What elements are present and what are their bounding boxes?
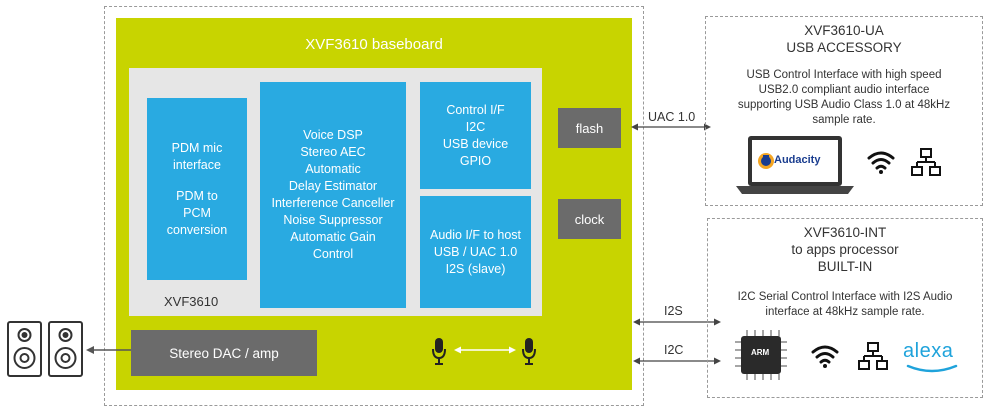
usb-accessory-box (705, 16, 983, 206)
laptop-icon (736, 136, 854, 196)
built-in-subtitle: BUILT-IN (817, 259, 873, 274)
audio-line: Audio I/F to host (429, 227, 522, 242)
usb-desc-line: USB Control Interface with high speed (746, 69, 942, 81)
audacity-label: Audacity (774, 154, 821, 166)
dsp-line: Delay Estimator (288, 179, 378, 193)
usb-accessory-subtitle: USB ACCESSORY (786, 40, 902, 55)
built-in-box (707, 218, 983, 398)
mic-arrow (454, 346, 516, 354)
usb-desc-line: supporting USB Audio Class 1.0 at 48kHz (737, 99, 951, 111)
dsp-line: Stereo AEC (300, 145, 366, 159)
control-block: Control I/F I2C USB device GPIO (420, 82, 531, 189)
built-in-desc-line: interface at 48kHz sample rate. (765, 306, 925, 318)
microphone-icon (522, 338, 536, 366)
microphone-icon (432, 338, 446, 366)
dsp-line: Noise Suppressor (283, 213, 383, 227)
baseboard-outline (104, 6, 644, 406)
alexa-smile (906, 364, 958, 373)
usb-accessory-header: XVF3610-UA USB ACCESSORY (705, 22, 983, 56)
audio-block: Audio I/F to host USB / UAC 1.0 I2S (sla… (420, 196, 531, 308)
dsp-line: Automatic Gain (290, 230, 376, 244)
pdm-block: PDM mic interface PDM to PCM conversion (147, 98, 247, 280)
i2c-arrow (633, 357, 721, 365)
built-in-header: XVF3610-INT to apps processor BUILT-IN (707, 224, 983, 275)
pdm-line: PDM to (176, 188, 218, 203)
i2s-arrow (633, 318, 721, 326)
wifi-icon (867, 150, 895, 174)
pdm-line: PCM (183, 205, 211, 220)
pdm-line: conversion (166, 222, 228, 237)
usb-accessory-title: XVF3610-UA (804, 23, 884, 38)
network-icon (858, 342, 888, 370)
control-line: GPIO (459, 153, 492, 168)
baseboard-title: XVF3610 baseboard (305, 36, 443, 53)
usb-desc-line: USB2.0 compliant audio interface (758, 84, 930, 96)
i2s-label: I2S (664, 304, 683, 318)
dsp-block: Voice DSP Stereo AEC Automatic Delay Est… (260, 82, 406, 308)
built-in-description: I2C Serial Control Interface with I2S Au… (707, 290, 983, 320)
dac-block: Stereo DAC / amp (131, 330, 317, 376)
usb-desc-line: sample rate. (812, 114, 876, 126)
flash-block: flash (558, 108, 621, 148)
speaker-icon (6, 320, 84, 378)
arm-chip-icon (733, 330, 789, 380)
network-icon (911, 148, 941, 176)
built-in-subtitle: to apps processor (791, 242, 899, 257)
dsp-line: Voice DSP (303, 128, 363, 142)
clock-block: clock (558, 199, 621, 239)
control-line: I2C (465, 119, 486, 134)
audio-line: USB / UAC 1.0 (433, 244, 518, 259)
built-in-title: XVF3610-INT (803, 225, 887, 240)
dac-speaker-arrow (86, 346, 131, 354)
arm-chip-label: ARM (751, 348, 770, 357)
dsp-line: Interference Canceller (271, 196, 395, 210)
built-in-desc-line: I2C Serial Control Interface with I2S Au… (737, 291, 953, 303)
dsp-line: Control (312, 247, 354, 261)
pdm-line: interface (173, 157, 221, 172)
alexa-logo: alexa (903, 340, 954, 362)
control-line: USB device (442, 136, 509, 151)
pdm-line: PDM mic (171, 140, 223, 155)
i2c-label: I2C (664, 343, 684, 357)
uac-label: UAC 1.0 (648, 110, 696, 124)
chip-label: XVF3610 (164, 294, 219, 309)
dsp-line: Automatic (305, 162, 361, 176)
usb-accessory-description: USB Control Interface with high speed US… (705, 68, 983, 128)
control-line: Control I/F (446, 102, 505, 117)
audio-line: I2S (slave) (445, 261, 506, 276)
wifi-icon (811, 344, 839, 368)
